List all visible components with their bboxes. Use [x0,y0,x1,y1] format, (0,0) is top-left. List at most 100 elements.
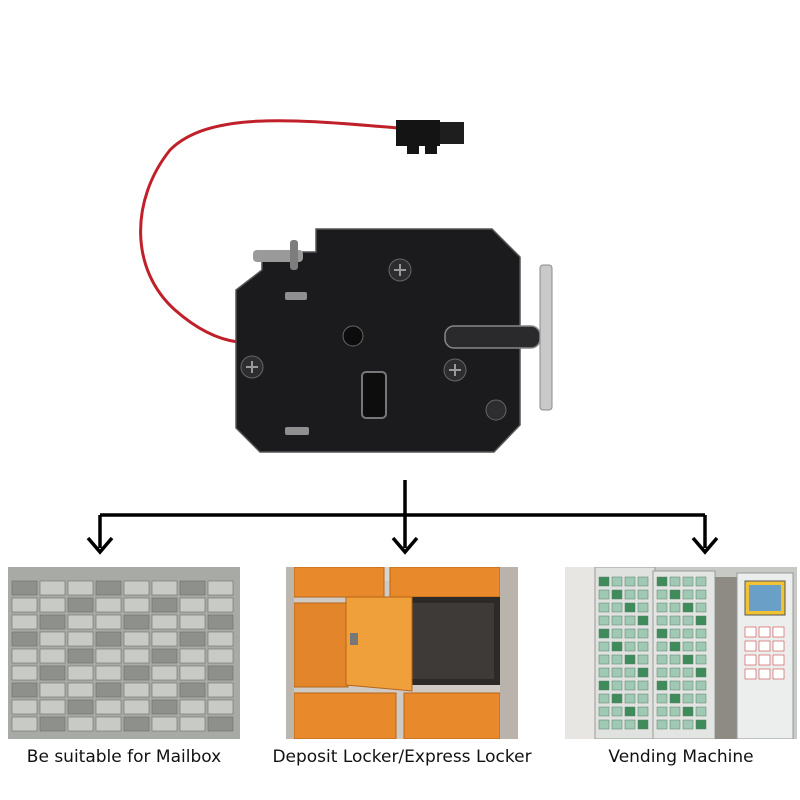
vending-slot [695,667,707,678]
mailbox-compartment [67,648,94,664]
vending-slot [598,602,610,613]
vending-slot [637,641,649,652]
mailbox-compartment [207,648,234,664]
vending-slot [669,680,681,691]
vending-slot [669,693,681,704]
mailbox-compartment [39,614,66,630]
mailbox-compartment [207,699,234,715]
vending-button [744,640,757,652]
vending-slot [611,641,623,652]
vending-slot [598,576,610,587]
vending-slot [637,615,649,626]
vending-slot [656,693,668,704]
mailbox-compartment [95,614,122,630]
vending-slot [682,589,694,600]
mailbox-compartment [11,631,38,647]
mailbox-compartment [207,631,234,647]
vending-slot [611,654,623,665]
vending-slot [611,693,623,704]
vending-slot [598,654,610,665]
mailbox-compartment [95,699,122,715]
vending-slot [656,641,668,652]
mailbox-compartment [151,699,178,715]
mailbox-compartment [39,631,66,647]
mailbox-compartment [67,614,94,630]
caption-mailbox: Be suitable for Mailbox [26,747,222,767]
vending-slot [637,589,649,600]
deposit-locker-photo [286,567,518,739]
mailbox-compartment [67,597,94,613]
mailbox-compartment [151,614,178,630]
vending-slot [611,589,623,600]
mailbox-compartment [179,716,206,732]
lock-body [235,228,553,453]
vending-slot [611,576,623,587]
vending-slot [624,693,636,704]
vending-slot [695,654,707,665]
mailbox-compartment [179,580,206,596]
mailbox-compartment [67,631,94,647]
vending-slot [682,693,694,704]
vending-slot [611,602,623,613]
vending-slot [669,589,681,600]
mailbox-compartment [207,665,234,681]
mailbox-compartment [95,597,122,613]
mailbox-compartment [39,682,66,698]
mailbox-compartment [123,614,150,630]
vending-slot [637,680,649,691]
mailbox-compartment [151,665,178,681]
vending-slot [682,628,694,639]
mailbox-compartment [95,631,122,647]
vending-slot [682,654,694,665]
mailbox-compartment [95,665,122,681]
mailbox-compartment [39,665,66,681]
vending-slot [682,706,694,717]
mailbox-compartment [179,597,206,613]
vending-slot [682,615,694,626]
mailbox-compartment [95,648,122,664]
mailbox-compartment [123,580,150,596]
mailbox-compartment [179,682,206,698]
vending-slot [637,576,649,587]
vending-slot [637,654,649,665]
vending-slot [695,706,707,717]
vending-slot [695,602,707,613]
mailbox-compartment [151,648,178,664]
mailbox-compartment [123,597,150,613]
mailbox-compartment [67,682,94,698]
vending-slot [624,706,636,717]
mailbox-compartment [67,699,94,715]
vending-slot [695,615,707,626]
mailbox-compartment [11,597,38,613]
vending-slot [624,667,636,678]
vending-slot [656,576,668,587]
vending-slot [656,628,668,639]
vending-slot [611,706,623,717]
mailbox-compartment [123,631,150,647]
mailbox-compartment [207,580,234,596]
vending-slot [669,706,681,717]
mailbox-compartment [11,580,38,596]
mailbox-compartment [123,665,150,681]
mailbox-compartment [39,597,66,613]
vending-slot [682,719,694,730]
mailbox-compartment [151,580,178,596]
vending-slot [637,693,649,704]
mailbox-compartment [11,716,38,732]
vending-button [744,626,757,638]
vending-slot [624,719,636,730]
vending-button [744,668,757,680]
vending-button [758,668,771,680]
vending-slot [598,693,610,704]
vending-slot [624,628,636,639]
vending-slot [695,576,707,587]
vending-slot [637,667,649,678]
vending-slot [598,615,610,626]
vending-button [758,654,771,666]
mailbox-compartment [179,631,206,647]
mailbox-compartment [123,682,150,698]
mailbox-compartment [11,648,38,664]
mailbox-compartment [179,665,206,681]
vending-button [772,640,785,652]
vending-slot [656,667,668,678]
